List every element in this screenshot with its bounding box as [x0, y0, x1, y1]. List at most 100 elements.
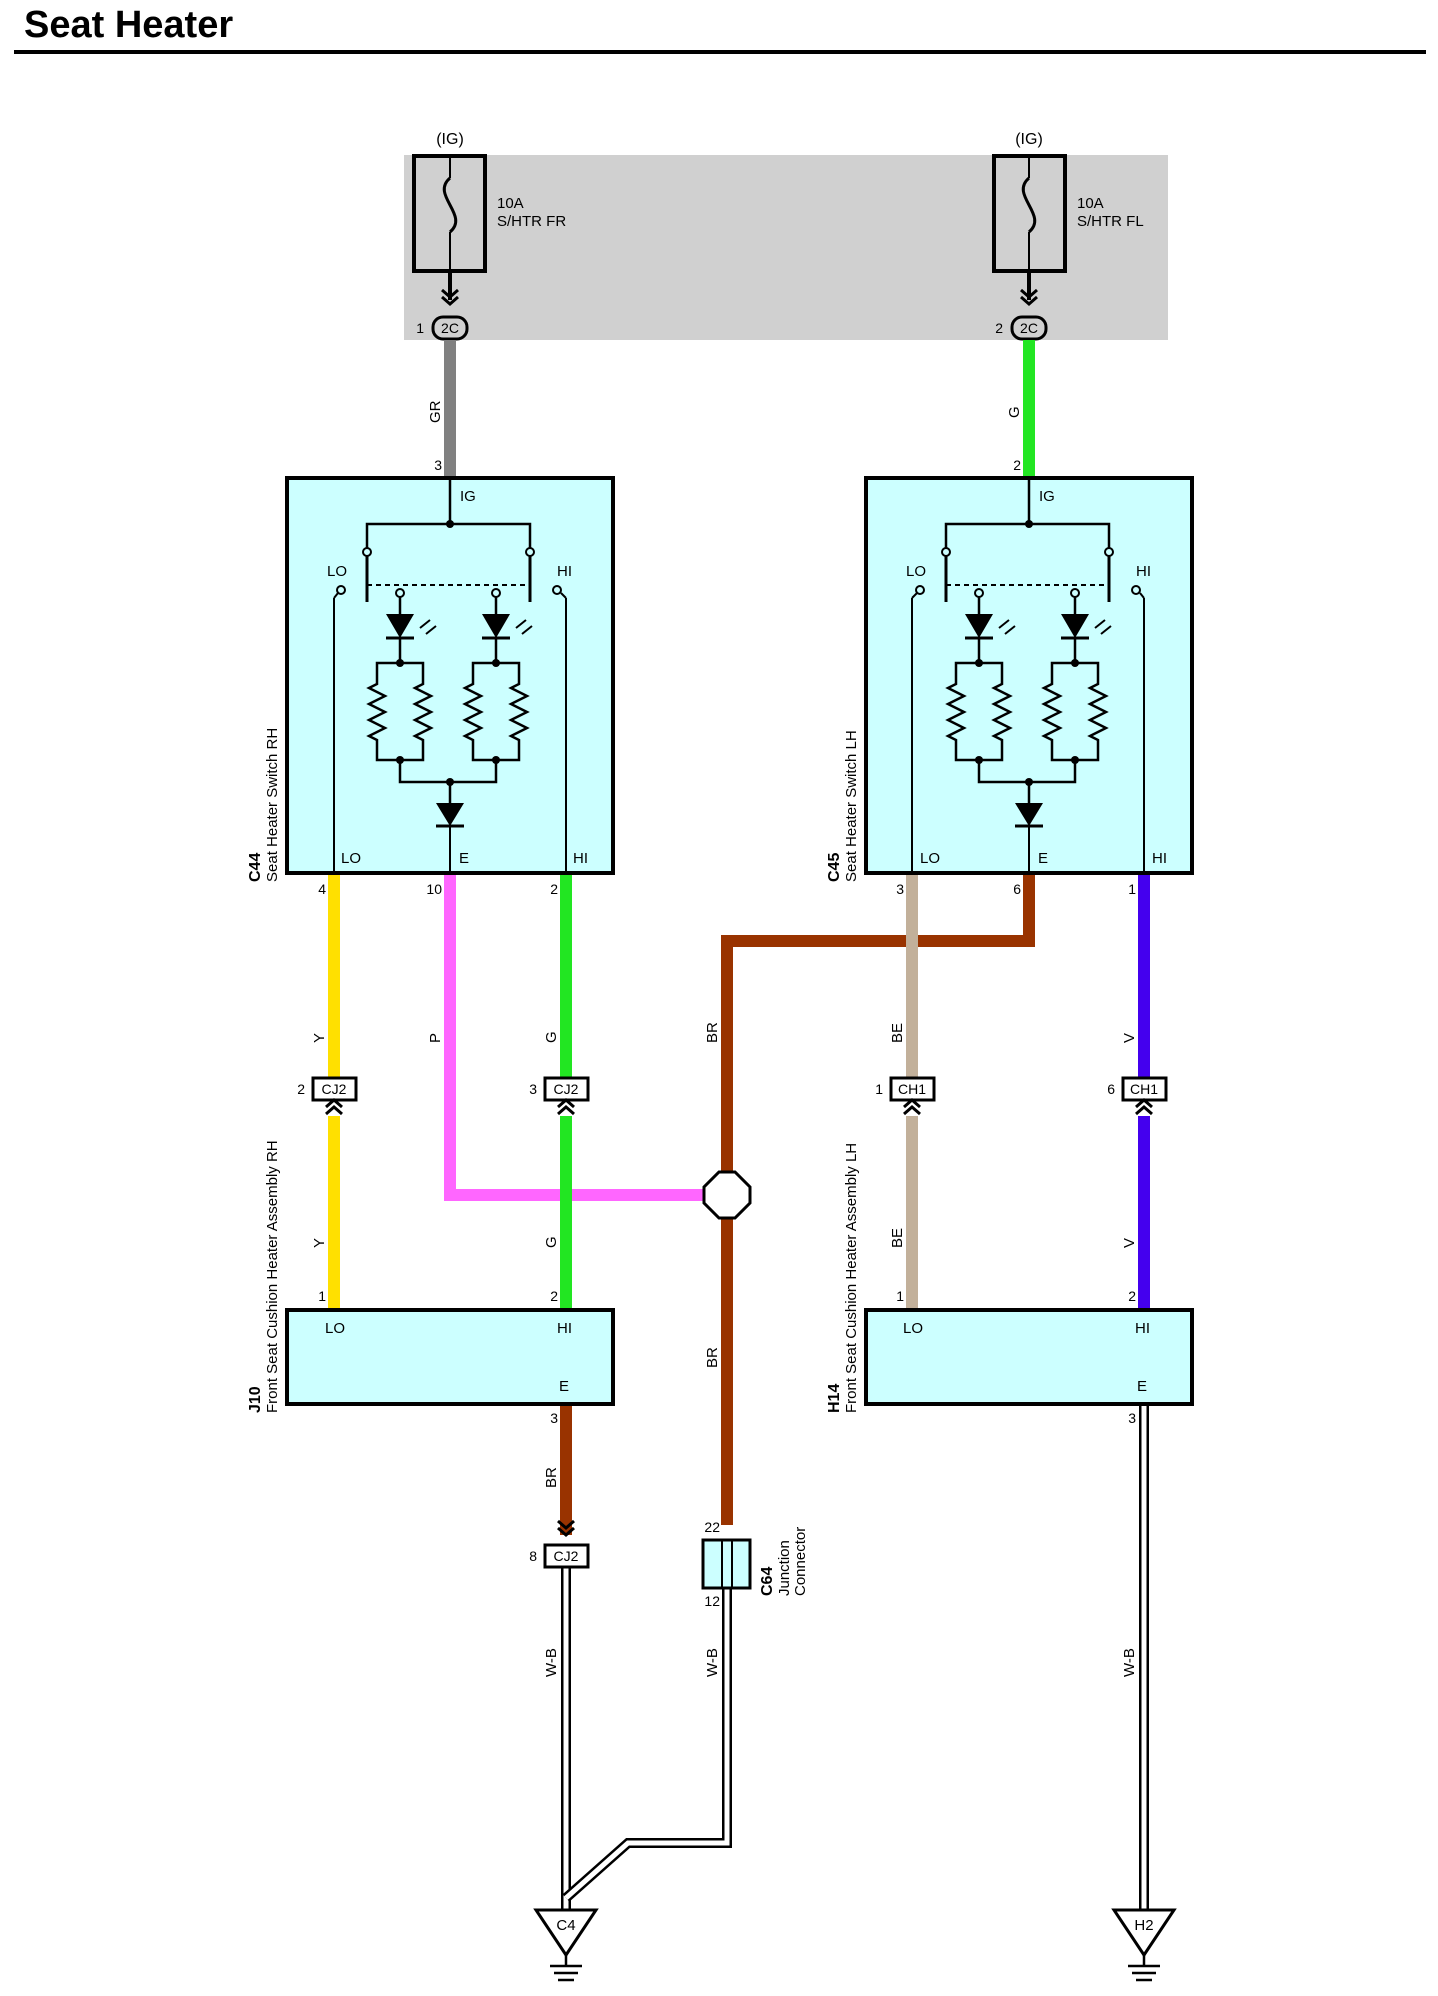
wire-br — [721, 873, 1035, 1525]
svg-text:G: G — [543, 1031, 560, 1043]
connector-ch1-pin1: CH1 1 — [875, 1076, 936, 1116]
svg-text:V: V — [1121, 1238, 1138, 1248]
svg-text:6: 6 — [1107, 1081, 1115, 1097]
svg-text:LO: LO — [920, 850, 940, 867]
svg-text:2: 2 — [297, 1081, 305, 1097]
connector-ch1-pin6: CH1 6 — [1107, 1076, 1168, 1116]
svg-text:IG: IG — [1039, 488, 1055, 505]
svg-text:4: 4 — [318, 881, 326, 897]
svg-text:1: 1 — [416, 320, 424, 336]
ground-c4: C4 — [533, 1908, 599, 1982]
fuse-name: S/HTR FR — [497, 213, 566, 230]
svg-text:E: E — [1137, 1378, 1147, 1395]
svg-text:LO: LO — [341, 850, 361, 867]
svg-text:W-B: W-B — [1121, 1648, 1138, 1677]
svg-text:HI: HI — [1136, 563, 1151, 580]
svg-text:2C: 2C — [1020, 320, 1038, 336]
svg-text:GR: GR — [427, 400, 444, 423]
connector-2c — [431, 315, 469, 341]
svg-text:LO: LO — [325, 1320, 345, 1337]
svg-text:2C: 2C — [441, 320, 459, 336]
svg-text:BE: BE — [889, 1023, 906, 1043]
svg-text:3: 3 — [434, 457, 442, 473]
svg-text:CJ2: CJ2 — [554, 1081, 579, 1097]
svg-text:22: 22 — [704, 1519, 720, 1535]
wire-p — [444, 873, 708, 1201]
wire-wb-mid — [562, 1585, 732, 1902]
svg-text:Y: Y — [311, 1033, 328, 1043]
svg-text:LO: LO — [903, 1320, 923, 1337]
svg-text:CJ2: CJ2 — [554, 1548, 579, 1564]
svg-text:BR: BR — [704, 1022, 721, 1043]
svg-text:W-B: W-B — [704, 1648, 721, 1677]
svg-text:HI: HI — [573, 850, 588, 867]
svg-text:E: E — [459, 850, 469, 867]
svg-text:CJ2: CJ2 — [322, 1081, 347, 1097]
svg-text:3: 3 — [1128, 1410, 1136, 1426]
svg-text:2: 2 — [550, 881, 558, 897]
svg-text:C4: C4 — [556, 1917, 575, 1934]
svg-text:2: 2 — [1128, 1288, 1136, 1304]
svg-text:HI: HI — [1135, 1320, 1150, 1337]
seat-heater-switch-rh: 3 IG LO HI — [247, 457, 615, 897]
connector-cj2-pin2: CJ2 2 — [297, 1076, 358, 1116]
svg-text:LO: LO — [906, 563, 926, 580]
svg-text:IG: IG — [460, 488, 476, 505]
svg-text:C64: C64 — [759, 1567, 776, 1596]
fuse-rating: 10A — [497, 195, 524, 212]
fuse-source-label: (IG) — [1015, 131, 1043, 148]
page-title: Seat Heater — [24, 4, 234, 46]
fuse-name: S/HTR FL — [1077, 213, 1144, 230]
title-rule — [14, 50, 1426, 54]
svg-text:1: 1 — [875, 1081, 883, 1097]
svg-text:Connector: Connector — [792, 1527, 809, 1596]
svg-text:CH1: CH1 — [898, 1081, 926, 1097]
svg-text:E: E — [1038, 850, 1048, 867]
svg-text:BE: BE — [889, 1228, 906, 1248]
splice-point — [702, 1170, 752, 1220]
svg-text:8: 8 — [529, 1548, 537, 1564]
seat-heater-switch-lh: 2 IG LO HI — [826, 457, 1194, 897]
svg-text:V: V — [1121, 1033, 1138, 1043]
fuse-source-label: (IG) — [436, 131, 464, 148]
ground-h2: H2 — [1111, 1908, 1177, 1982]
svg-text:2: 2 — [550, 1288, 558, 1304]
svg-text:G: G — [543, 1236, 560, 1248]
svg-text:HI: HI — [557, 1320, 572, 1337]
svg-text:1: 1 — [318, 1288, 326, 1304]
svg-text:6: 6 — [1013, 881, 1021, 897]
svg-text:Seat Heater Switch LH: Seat Heater Switch LH — [843, 730, 860, 882]
connector-2c — [1010, 315, 1048, 341]
seat-cushion-heater-rh: 1 2 LO HI E 3 J10 Front Seat Cushion Hea… — [247, 1140, 615, 1426]
fuse-shtr-fr: (IG) 10A S/HTR FR 2C 1 — [412, 131, 566, 341]
svg-text:H2: H2 — [1134, 1917, 1153, 1934]
svg-text:2: 2 — [1013, 457, 1021, 473]
svg-text:3: 3 — [550, 1410, 558, 1426]
svg-text:CH1: CH1 — [1130, 1081, 1158, 1097]
svg-text:Seat Heater Switch RH: Seat Heater Switch RH — [264, 728, 281, 882]
svg-text:P: P — [427, 1033, 444, 1043]
svg-text:C44: C44 — [247, 853, 264, 882]
svg-text:J10: J10 — [247, 1386, 264, 1413]
svg-text:H14: H14 — [826, 1384, 843, 1413]
svg-text:3: 3 — [529, 1081, 537, 1097]
connector-cj2-pin8: CJ2 8 — [529, 1519, 590, 1569]
fuse-rating: 10A — [1077, 195, 1104, 212]
svg-text:Front Seat Cushion Heater Asse: Front Seat Cushion Heater Assembly LH — [843, 1143, 860, 1413]
connector-cj2-pin3: CJ2 3 — [529, 1076, 590, 1116]
fuse-box — [404, 155, 1168, 340]
svg-text:BR: BR — [543, 1467, 560, 1488]
fuse-shtr-fl: (IG) 10A S/HTR FL 2C 2 — [992, 131, 1144, 341]
svg-text:LO: LO — [327, 563, 347, 580]
svg-text:Front Seat Cushion Heater Asse: Front Seat Cushion Heater Assembly RH — [264, 1140, 281, 1413]
svg-text:1: 1 — [1128, 881, 1136, 897]
svg-text:Y: Y — [311, 1238, 328, 1248]
svg-text:HI: HI — [557, 563, 572, 580]
junction-connector-c64: 22 12 C64 Junction Connector — [701, 1519, 809, 1609]
svg-text:BR: BR — [704, 1347, 721, 1368]
svg-text:C45: C45 — [826, 853, 843, 882]
svg-text:W-B: W-B — [543, 1648, 560, 1677]
svg-text:Junction: Junction — [776, 1540, 793, 1596]
svg-text:10: 10 — [426, 881, 442, 897]
